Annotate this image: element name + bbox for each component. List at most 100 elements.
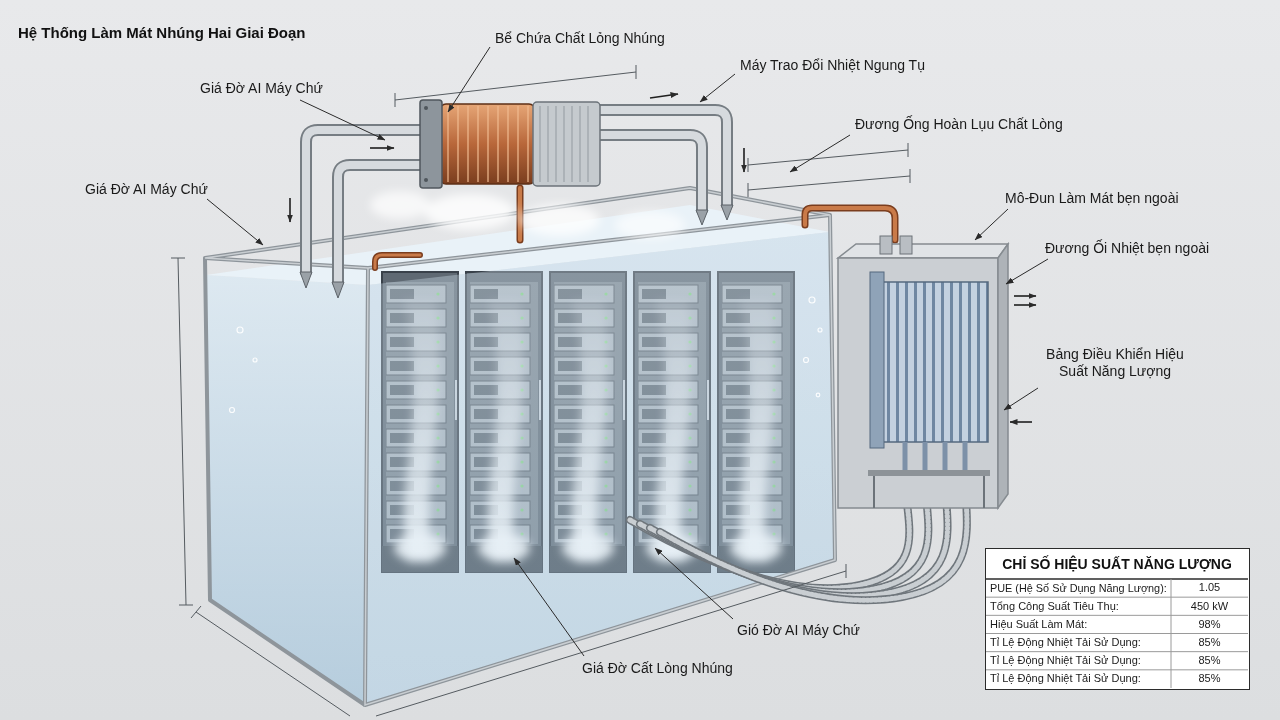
coil-turn (477, 106, 479, 182)
nozzle (696, 210, 708, 225)
coil-turn (497, 106, 499, 182)
table-cell: Hiệu Suất Làm Mát: (990, 618, 1087, 631)
coil-turns (448, 106, 528, 182)
callout-label: Giá Đờ AI Máy Chứ (85, 181, 208, 198)
callout-label: Giá Đờ AI Máy Chứ (200, 80, 323, 97)
copper-pipe-outline (375, 255, 420, 268)
pipe-outline (338, 165, 420, 282)
exchanger-frame (870, 272, 884, 448)
dimension-tick (910, 169, 911, 183)
callout-label: Đương Ống Hoàn Lụu Chất Lòng (855, 116, 1063, 133)
callout-label: Đương Ối Nhiệt bẹn ngoài (1045, 240, 1209, 257)
table-rule (986, 615, 1248, 616)
leader-line (514, 558, 584, 656)
module-risers (905, 442, 965, 472)
dimension-tick (636, 65, 637, 79)
flow-arrow (370, 147, 394, 149)
leader-line (300, 100, 385, 140)
vapor (615, 211, 685, 239)
end-plate (420, 100, 442, 188)
dimension-line (376, 571, 846, 716)
table-cell: PUE (Hệ Số Sử Dụng Năng Lượng): (990, 582, 1167, 595)
bubble (237, 327, 243, 333)
pipe-stub (880, 236, 892, 254)
nozzle (721, 205, 733, 220)
module-shelf (868, 470, 990, 476)
fin-line (540, 106, 541, 182)
table-cell: 85% (1198, 672, 1220, 685)
bubble (809, 297, 815, 303)
coil-turn (467, 106, 469, 182)
leader-lines (207, 47, 1048, 656)
coil-turn (507, 106, 509, 182)
bolt (424, 178, 428, 182)
copper-pipes (375, 188, 895, 268)
leader-line (790, 135, 850, 172)
callout-label: Bể Chứa Chất Lỏng Nhúng (495, 30, 665, 47)
leader-line (975, 209, 1008, 240)
dimension-tick (908, 143, 909, 157)
fin-lines (540, 106, 588, 182)
callout-label: Bảng Điều Khiển Hiệu Suất Năng Lượng (1040, 346, 1190, 380)
leader-line (655, 548, 733, 619)
bubble (804, 358, 809, 363)
flow-arrow (289, 198, 291, 222)
pipe-outline (600, 135, 702, 210)
tank-top-rim (205, 188, 830, 268)
table-rule (986, 651, 1248, 652)
bolt (424, 106, 428, 110)
fin-line (548, 106, 549, 182)
flow-arrow (743, 148, 745, 172)
dimension-line (748, 176, 910, 190)
diagram-title: Hệ Thống Làm Mát Nhúng Hai Giai Đoạn (18, 24, 306, 42)
bubble (818, 328, 822, 332)
copper-coil-body (440, 104, 535, 184)
bubbles (230, 297, 823, 413)
bubble (230, 408, 235, 413)
fin-line (580, 106, 581, 182)
table-cell: 450 kW (1191, 600, 1228, 613)
vapor (370, 191, 430, 219)
bubble (816, 393, 820, 397)
table-cell: Tỉ Lệ Động Nhiệt Tải Sử Dụng: (990, 654, 1141, 667)
dimension-line (748, 150, 908, 165)
table-rule (986, 597, 1248, 598)
table-cell: 1.05 (1199, 581, 1220, 594)
pipe-stub (900, 236, 912, 254)
riser (903, 442, 908, 472)
copper-pipe (805, 208, 895, 240)
bubble (253, 358, 257, 362)
leader-line (1006, 259, 1048, 284)
flow-arrows (290, 94, 1036, 422)
rim-highlight (205, 188, 830, 268)
pipe (600, 135, 702, 210)
module-top (838, 244, 1008, 258)
table-rule (986, 633, 1248, 634)
leader-line (207, 199, 263, 245)
flow-arrow (1014, 304, 1036, 306)
dimension-lines (171, 65, 910, 716)
fin-block (533, 102, 600, 186)
fin-line (572, 106, 573, 182)
vapor (425, 194, 515, 230)
pipe (338, 165, 420, 282)
dimension-tick (191, 606, 201, 618)
coil-turn (457, 106, 459, 182)
copper-pipe-outline (517, 188, 524, 240)
riser (963, 442, 968, 472)
table-column-rule (1171, 579, 1172, 688)
tank-left-edges (205, 258, 365, 705)
coil-turn (447, 106, 449, 182)
fin-line (588, 106, 589, 182)
riser (943, 442, 948, 472)
vapor (520, 204, 600, 236)
leader-line (700, 74, 735, 102)
copper-pipe (375, 255, 420, 268)
condenser-heat-exchanger (420, 100, 600, 188)
table-cell: 85% (1198, 654, 1220, 667)
table-rule (986, 578, 1248, 580)
external-cooling-module (838, 236, 1008, 508)
